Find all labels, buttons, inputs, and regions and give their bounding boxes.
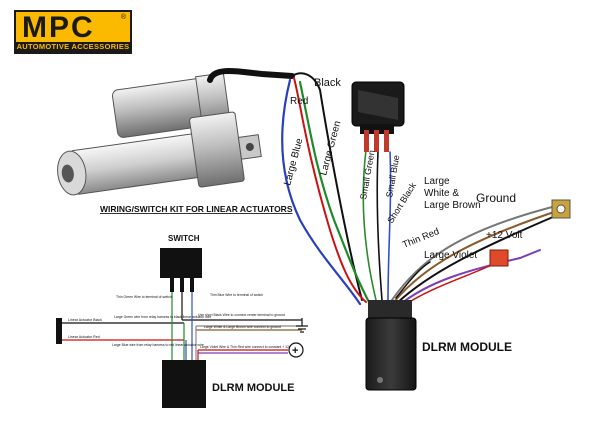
schematic-switch xyxy=(160,248,202,278)
label-black: Black xyxy=(314,77,341,89)
label-large-violet: Large Violet xyxy=(424,250,477,261)
note-short-black: Use short Black Wire to connect center t… xyxy=(198,313,285,317)
plus12-connector xyxy=(489,249,509,267)
note-large-white: Large White & Large Brown wire connect t… xyxy=(204,325,281,329)
photo-wiring xyxy=(281,72,561,309)
schematic-switch-label: SWITCH xyxy=(168,234,200,243)
label-red: Red xyxy=(290,96,308,107)
linear-actuator xyxy=(57,68,295,196)
label-small-blue: Small Blue xyxy=(384,154,401,198)
logo-tagline: AUTOMOTIVE ACCESSORIES xyxy=(16,42,130,52)
label-large-blue: Large Blue xyxy=(282,137,305,187)
schematic-module-label: DLRM MODULE xyxy=(212,382,295,394)
schematic: SWITCH xyxy=(56,234,308,408)
ground-terminal xyxy=(551,199,571,219)
logo-brand: MPC xyxy=(22,11,95,44)
kit-caption: WIRING/SWITCH KIT FOR LINEAR ACTUATORS xyxy=(100,204,293,214)
mpc-logo: MPC ® AUTOMOTIVE ACCESSORIES xyxy=(14,10,132,54)
logo-trademark: ® xyxy=(120,14,126,21)
label-large-white-2: White & xyxy=(424,188,459,199)
rocker-switch xyxy=(351,81,405,152)
label-plus12: +12 Volt xyxy=(486,230,523,241)
note-large-green: Large Green wire from relay harness to b… xyxy=(114,315,212,319)
plus-symbol: + xyxy=(292,345,298,357)
note-violet: Large Violet Wire & Thin Red wire connec… xyxy=(200,345,291,349)
note-actuator-black: Linear Actuator Black xyxy=(68,318,102,322)
note-thin-green: Thin Green Wire to terminal of switch xyxy=(116,295,172,299)
label-large-white-3: Large Brown xyxy=(424,200,481,211)
note-large-blue: Large Blue wire from relay harness to re… xyxy=(112,343,204,347)
label-dlrm-module-photo: DLRM MODULE xyxy=(422,340,512,354)
plus-symbol-circle: + xyxy=(288,342,304,358)
label-thin-red: Thin Red xyxy=(401,226,441,251)
label-ground: Ground xyxy=(476,191,516,205)
ground-symbol xyxy=(296,318,308,333)
schematic-module xyxy=(162,360,206,408)
label-large-green: Large Green xyxy=(318,120,343,177)
label-small-green: Small Green xyxy=(358,149,377,200)
label-large-white-1: Large xyxy=(424,176,450,187)
note-actuator-red: Linear Actuator Red xyxy=(68,335,100,339)
dlrm-module-photo xyxy=(365,300,417,391)
note-thin-blue: Thin Blue Wire to terminal of switch xyxy=(210,293,263,297)
